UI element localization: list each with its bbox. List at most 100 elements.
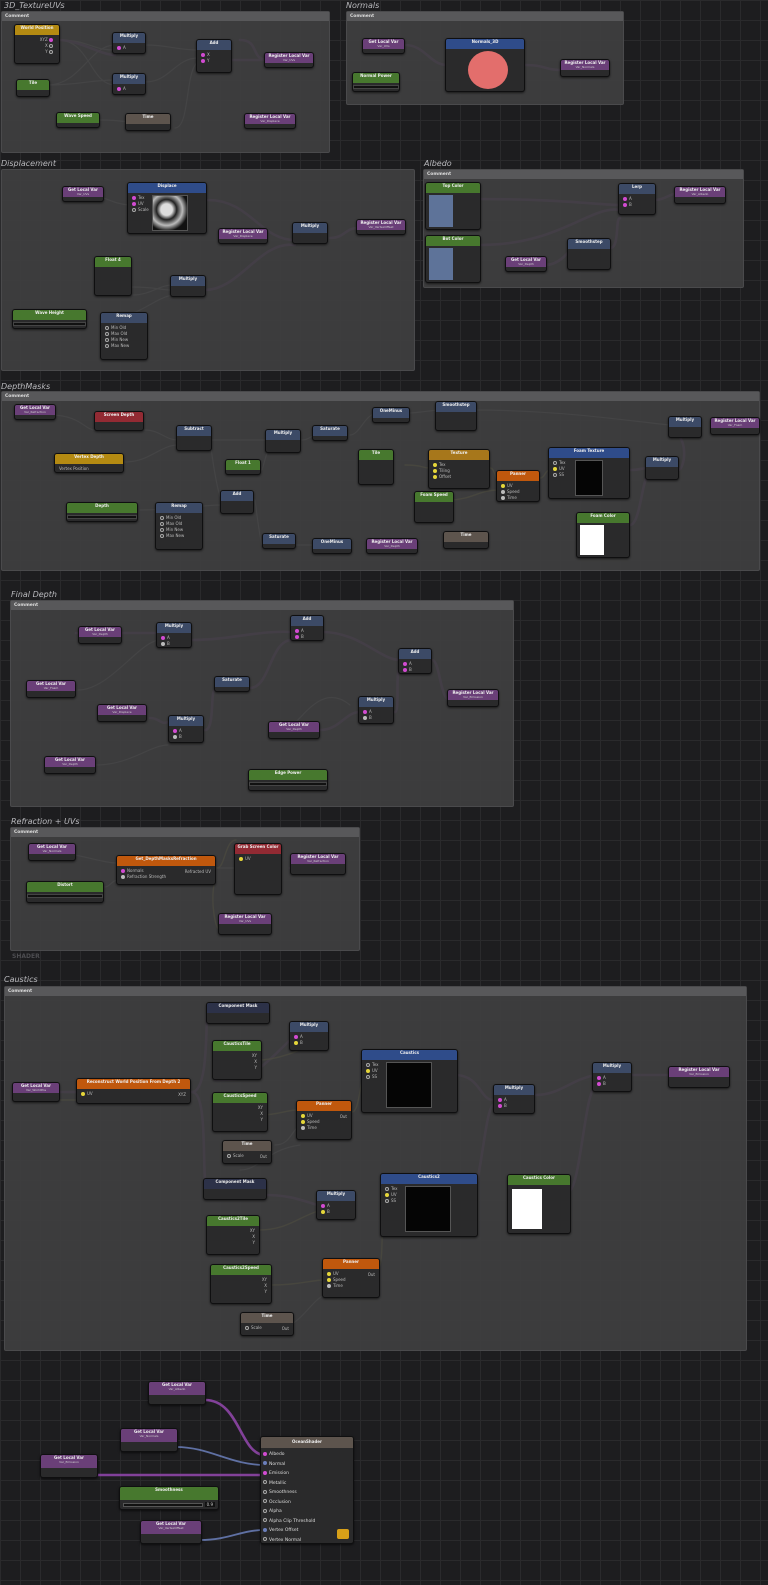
node-header[interactable]: Depth (67, 503, 137, 513)
node-distort[interactable]: Distort (26, 881, 104, 903)
ocean-port-smoothness[interactable]: Smoothness (261, 1488, 353, 1498)
port-pin-icon[interactable] (160, 522, 164, 526)
port-pin-icon[interactable] (366, 1069, 370, 1073)
node-header[interactable]: Float 4 (95, 257, 131, 267)
node-header[interactable]: Wave Height (13, 310, 86, 320)
node-header[interactable]: Normal Power (353, 73, 399, 83)
node-header[interactable]: Multiply (169, 716, 203, 726)
node-header[interactable]: Bot Color (426, 236, 480, 246)
port-pin-icon[interactable] (385, 1193, 389, 1197)
node-depth-param[interactable]: Depth (66, 502, 138, 522)
node-caustics-color[interactable]: Caustics Color (507, 1174, 571, 1234)
smoothness-value[interactable]: 0.9 (204, 1502, 215, 1507)
port-pin-icon[interactable] (553, 461, 557, 465)
node-header[interactable]: Saturate (263, 534, 295, 544)
port-pin-icon[interactable] (623, 197, 627, 201)
node-header[interactable]: Displace (128, 183, 206, 193)
node-header[interactable]: Tile (359, 450, 393, 460)
node-header[interactable]: Distort (27, 882, 103, 892)
node-header[interactable]: Caustics (362, 1050, 457, 1060)
node-smoothness[interactable]: Smoothness 0.9 (119, 1486, 219, 1510)
node-header[interactable]: Foam Speed (415, 492, 453, 502)
node-foam-tile[interactable]: Tile (358, 449, 394, 485)
value-slider[interactable] (27, 894, 103, 898)
node-header[interactable]: CausticsSpeed (213, 1093, 267, 1103)
node-header[interactable]: OneMinus (313, 539, 351, 549)
node-header[interactable]: Remap (101, 313, 147, 323)
port-pin-icon[interactable] (201, 53, 205, 57)
port-pin-icon[interactable] (121, 875, 125, 879)
node-multiply-foam[interactable]: Multiply (645, 456, 679, 480)
port-pin-icon[interactable] (105, 332, 109, 336)
port-pin-icon[interactable] (498, 1104, 502, 1108)
node-multiply-disp-2[interactable]: Multiply (170, 275, 206, 297)
port-pin-icon[interactable] (385, 1187, 389, 1191)
port-pin-icon[interactable] (295, 629, 299, 633)
node-header[interactable]: Multiply (646, 457, 678, 467)
node-header[interactable]: Remap (156, 503, 202, 513)
port-pin-icon[interactable] (327, 1284, 331, 1288)
node-saturate-depth[interactable]: Saturate (262, 533, 296, 549)
port-pin-icon[interactable] (294, 1041, 298, 1045)
node-header[interactable]: Component Mask (204, 1179, 266, 1189)
port-pin-icon[interactable] (239, 857, 243, 861)
port-pin-icon[interactable] (132, 196, 136, 200)
port-pin-icon[interactable] (132, 208, 136, 212)
port-pin-icon[interactable] (117, 46, 121, 50)
port-pin-icon[interactable] (105, 344, 109, 348)
node-header[interactable]: Time (241, 1313, 293, 1323)
node-header[interactable]: Caustics Color (508, 1175, 570, 1185)
port-pin-icon[interactable] (121, 869, 125, 873)
port-pin-icon[interactable] (321, 1204, 325, 1208)
port-pin-icon[interactable] (227, 1154, 231, 1158)
port-pin-icon[interactable] (403, 668, 407, 672)
node-header[interactable]: Tile (17, 80, 49, 90)
group-displacement[interactable] (1, 169, 415, 371)
node-subtract-depth[interactable]: Subtract (176, 425, 212, 451)
value-slider[interactable] (13, 322, 86, 326)
port-pin-icon[interactable] (301, 1126, 305, 1130)
node-header[interactable]: OceanShader (261, 1437, 353, 1448)
node-header[interactable]: Subtract (177, 426, 211, 436)
node-header[interactable]: Top Color (426, 183, 480, 193)
port-pin-icon[interactable] (49, 50, 53, 54)
node-header[interactable]: Multiply (113, 33, 145, 43)
port-pin-icon[interactable] (301, 1120, 305, 1124)
node-header[interactable]: Multiply (293, 223, 327, 233)
node-saturate-depth-2[interactable]: Saturate (312, 425, 348, 441)
port-pin-icon[interactable] (597, 1076, 601, 1080)
node-header[interactable]: Reconstruct World Position From Depth 2 (77, 1079, 190, 1089)
port-pin-icon[interactable] (498, 1098, 502, 1102)
